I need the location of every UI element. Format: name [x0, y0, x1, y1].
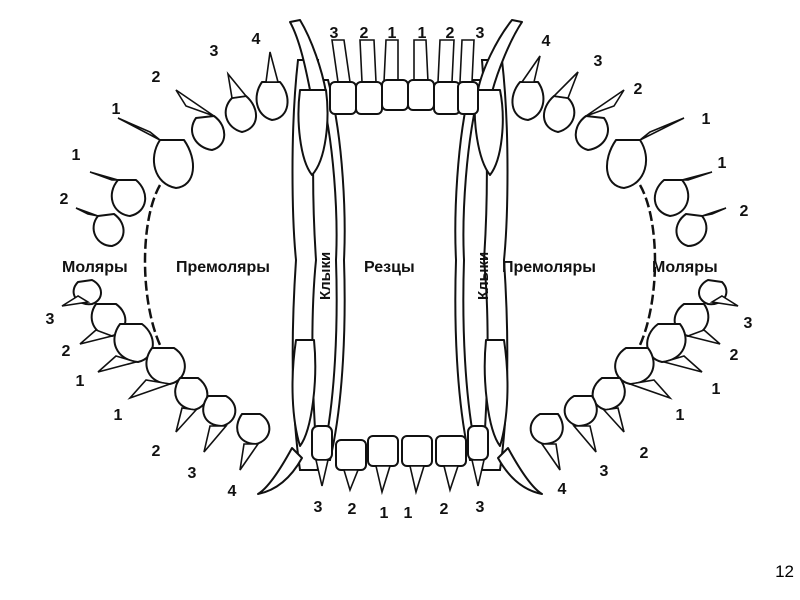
- tooth-number: 4: [252, 31, 261, 48]
- lower-right-posterior-teeth: [529, 279, 739, 471]
- tooth-number: 3: [594, 53, 603, 70]
- tooth-number: 1: [76, 373, 85, 390]
- upper-right-posterior-teeth: [511, 55, 727, 247]
- tooth-number: 4: [228, 483, 237, 500]
- label-incisors: Резцы: [364, 259, 415, 276]
- tooth-number: 2: [740, 203, 749, 220]
- tooth-number: 1: [702, 111, 711, 128]
- upper-left-posterior-teeth: [75, 51, 289, 247]
- tooth-number: 3: [600, 463, 609, 480]
- tooth-number: 3: [744, 315, 753, 332]
- tooth-number: 3: [188, 465, 197, 482]
- tooth-number: 2: [360, 25, 369, 42]
- upper-incisors: [329, 39, 479, 115]
- tooth-number: 2: [152, 69, 161, 86]
- tooth-number: 2: [446, 25, 455, 42]
- label-canines-right: Клыки: [475, 252, 492, 300]
- lower-incisors: [311, 425, 489, 496]
- lower-canine-right: [483, 339, 543, 495]
- tooth-number: 1: [718, 155, 727, 172]
- label-molars-right: Моляры: [652, 259, 718, 276]
- tooth-number: 2: [152, 443, 161, 460]
- upper-canine-left: [289, 19, 329, 176]
- tooth-number: 2: [348, 501, 357, 518]
- tooth-number: 2: [634, 81, 643, 98]
- arch-lines: [143, 184, 657, 346]
- tooth-number: 2: [730, 347, 739, 364]
- label-premolars-right: Премоляры: [502, 259, 596, 276]
- label-premolars-left: Премоляры: [176, 259, 270, 276]
- tooth-number: 1: [114, 407, 123, 424]
- label-molars-left: Моляры: [62, 259, 128, 276]
- lower-left-posterior-teeth: [61, 279, 271, 471]
- tooth-number: 1: [72, 147, 81, 164]
- tooth-number: 4: [558, 481, 567, 498]
- tooth-number: 3: [314, 499, 323, 516]
- tooth-number: 2: [60, 191, 69, 208]
- tooth-number: 1: [418, 25, 427, 42]
- lower-canine-left: [257, 339, 317, 495]
- tooth-number: 1: [112, 101, 121, 118]
- upper-canine-right: [473, 19, 523, 176]
- tooth-number: 3: [476, 499, 485, 516]
- tooth-number: 3: [330, 25, 339, 42]
- tooth-number: 4: [542, 33, 551, 50]
- tooth-number: 2: [62, 343, 71, 360]
- tooth-number: 1: [404, 505, 413, 522]
- tooth-number: 3: [476, 25, 485, 42]
- tooth-number: 3: [46, 311, 55, 328]
- slide-number: 12: [775, 562, 794, 581]
- tooth-number: 2: [440, 501, 449, 518]
- label-canines-left: Клыки: [317, 252, 334, 300]
- tooth-number: 1: [676, 407, 685, 424]
- tooth-number: 3: [210, 43, 219, 60]
- tooth-number: 2: [640, 445, 649, 462]
- tooth-number: 1: [388, 25, 397, 42]
- tooth-number: 1: [380, 505, 389, 522]
- tooth-number: 1: [712, 381, 721, 398]
